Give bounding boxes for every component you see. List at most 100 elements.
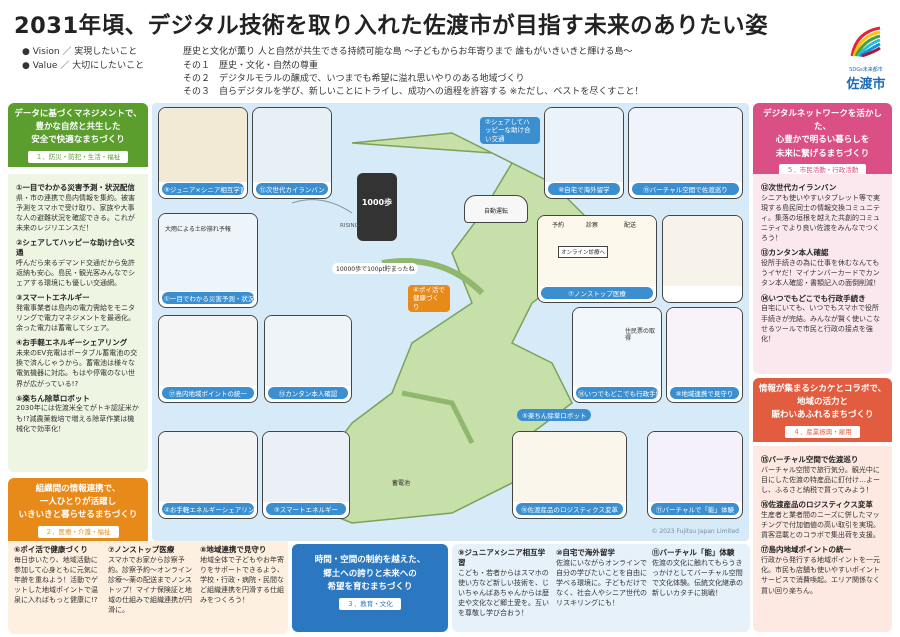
category-tag: ４．産業振興・雇用 (785, 425, 860, 438)
page-title: 2031年頃、デジタル技術を取り入れた佐渡市が目指す未来のありたい姿 (14, 13, 769, 39)
logo-city: 佐渡市 (846, 77, 886, 92)
label-clinic: 診察 (586, 222, 599, 229)
callout-poikatsu: ⑥ポイ活で健康づくり (408, 285, 450, 313)
item-title: ⑬カンタン本人確認 (761, 248, 829, 258)
label-disaster: 大雨による土砂崩れ予報 (165, 226, 231, 233)
heading-line: 未来に繋げるまちづくり (775, 148, 870, 159)
panel-blue-body: ⑨ジュニア×シニア相互学習こども・若者からはスマホの使い方など新しい技術を、じい… (452, 544, 750, 632)
map-tile: ⑧地域連携で見守り (666, 307, 743, 403)
auto-drive-car: 自動運転 (464, 195, 528, 223)
item-desc: 未来のEV充電はポータブル蓄電池の交換で済んじゃうから。蓄電池は様々な電気機器に… (16, 349, 138, 388)
heading-line: 情報が集まるシカケとコラボで、 (758, 384, 887, 394)
steps-value: 1000歩 (361, 198, 393, 207)
list-item: ⑮バーチャル空間で佐渡巡りバーチャル空間で旅行気分。観光中に目にした佐渡の特産品… (761, 455, 884, 495)
heading-line: 郷土への誇りと未来への (323, 568, 417, 579)
tile-caption: ⑩自宅で海外留学 (548, 183, 620, 195)
panel-red-body: ⑮バーチャル空間で佐渡巡りバーチャル空間で旅行気分。観光中に目にした佐渡の特産品… (753, 446, 892, 632)
list-item: ⑧地域連携で見守り地域全体で子どもやお年寄りをサポートできるよう、学校・行政・病… (200, 545, 284, 605)
item-desc: 県・市の連携で島内情報を集約。被害予測をスマホで受け取り、家族や大事な人の避難状… (16, 193, 135, 233)
map-tile: ⑨ジュニア×シニア相互学習 (158, 107, 248, 199)
list-item: ⑨ジュニア×シニア相互学習こども・若者からはスマホの使い方など新しい技術を、じい… (458, 548, 552, 618)
list-item: ②シェアしてハッピーな助け合い交通呼んだら来るデマンド交通だから免許返納も安心。… (16, 238, 140, 288)
heading-line: 豊かな自然と共生した (35, 122, 121, 133)
vision-text: 歴史と文化が薫り 人と自然が共生できる持続可能な島 ～子どもからお年寄りまで 誰… (183, 47, 633, 57)
item-title: ⑮バーチャル空間で佐渡巡り (761, 455, 859, 464)
item-desc: 佐渡にいながらオンラインで自分の学びたいことを自由に学べる環境に。子どもだけでな… (556, 558, 647, 608)
value-1: その１ 歴史・文化・自然の尊重 (183, 61, 319, 71)
tile-caption-empty (666, 297, 739, 299)
heading-line: 地域の活力と (796, 397, 848, 408)
list-item: ⑯佐渡産品のロジスティクス変革生産者と業者間のニーズに併したマッチングで付加価値… (761, 500, 884, 540)
tile-caption: ⑭いつでもどこでも行政手続き (576, 387, 658, 399)
item-title: ④お手軽エネルギーシェアリング (16, 338, 128, 348)
list-item: ⑩自宅で海外留学佐渡にいながらオンラインで自分の学びたいことを自由に学べる環境に… (556, 548, 648, 608)
tile-caption: ⑯佐渡産品のロジスティクス変革 (516, 503, 623, 515)
map-tile: ⑫次世代カイランバン (252, 107, 332, 199)
map-tile: ③スマートエネルギー (262, 431, 350, 519)
heading-line: 賑わいあふれるまちづくり (771, 410, 874, 421)
points-bubble: 10000歩で100pt貯まったね (332, 263, 419, 274)
label-residents: 住民票の取得 (625, 328, 656, 343)
item-title: ⑧地域連携で見守り (200, 545, 267, 554)
list-item: ①一目でわかる災害予測・状況配信県・市の連携で島内情報を集約。被害予測をスマホで… (16, 183, 140, 233)
panel-green-body: ①一目でわかる災害予測・状況配信県・市の連携で島内情報を集約。被害予測をスマホで… (8, 174, 148, 472)
tile-caption: ④お手軽エネルギーシェアリング (162, 503, 254, 515)
heading-line: 一人ひとりが活躍し (39, 497, 117, 508)
item-title: ⑩自宅で海外留学 (556, 548, 615, 557)
list-item: ⑦ノンストップ医療スマホでお家から診察予約。診察予約～オンライン診療～薬の配送ま… (108, 545, 196, 616)
item-desc: 佐渡の文化に触れてもらうきっかけとしてバーチャル空間で文化体験。伝統文化継承の新… (652, 558, 743, 598)
item-title: ⑭いつでもどこでも行政手続き (761, 293, 866, 303)
item-title: ⑨ジュニア×シニア相互学習 (458, 548, 546, 567)
heading-line: 組織間の情報連携で、 (35, 484, 121, 494)
list-item: ⑥ポイ活で健康づくり毎日歩いたり、地域活動に参加して心身ともに元気に年齢を重ねよ… (14, 545, 104, 605)
map-tile: 予約 診察 配送 オンライン診療へ ⑦ノンストップ医療 (537, 215, 657, 303)
map-tile: ⑩自宅で海外留学 (544, 107, 624, 199)
map-tile: ⑮バーチャル空間で佐渡巡り (628, 107, 743, 199)
item-title: ⑪バーチャル「能」体験 (652, 548, 735, 557)
item-title: ⑦ノンストップ医療 (108, 545, 175, 554)
tile-caption: ③スマートエネルギー (266, 503, 346, 515)
item-desc: 生産者と業者間のニーズに併したマッチングで付加価値の高い取引を実現。貨客混載との… (761, 510, 880, 540)
heading-line: 希望を育むまちづくり (327, 582, 413, 593)
label-storage: 蓄電池 (392, 480, 411, 487)
tile-caption: ⑦ノンストップ医療 (541, 287, 653, 299)
category-tag: ２．医療・介護・福祉 (37, 525, 119, 538)
label-online: オンライン診療へ (558, 246, 609, 258)
item-desc: 自宅にいても、いつでもスマホで役所手続きが完結。みんなが賢く使いこなせるツールで… (761, 304, 880, 343)
item-desc: 地域全体で子どもやお年寄りをサポートできるよう、学校・行政・病院・民間など組織連… (200, 555, 284, 605)
heading-line: データに基づくマネジメントで、 (14, 109, 142, 119)
category-tag: ５．市民活動・行政活動 (778, 163, 867, 176)
panel-pink-body: ⑫次世代カイランバンシニアも使いやすいタブレット等で実現する島民同士の情報交換コ… (753, 174, 892, 374)
item-desc: 毎日歩いたり、地域活動に参加して心身ともに元気に年齢を重ねよう！活動でゲットした… (14, 555, 98, 605)
legend-value: ● Value ／ 大切にしたいこと (22, 61, 145, 71)
item-desc: 呼んだら来るデマンド交通だから免許返納も安心。島民・観光客みんなでシェアする環境… (16, 258, 135, 288)
value-2: その２ デジタルモラルの醸成で、いつまでも希望に溢れ思いやりのある地域づくり (183, 74, 525, 84)
logo-sub: SDGs未来都市 (849, 67, 883, 73)
sdgs-fan-icon (850, 26, 881, 58)
list-item: ⑭いつでもどこでも行政手続き自宅にいても、いつでもスマホで役所手続きが完結。みん… (761, 294, 884, 344)
panel-orange-heading: 組織間の情報連携で、 一人ひとりが活躍し いきいきと暮らせるまちづくり ２．医療… (8, 478, 148, 542)
map-tile: ⑰島内地域ポイントの統一 (158, 315, 258, 403)
heading-line: 安全で快適なまちづくり (31, 135, 125, 146)
heading-line: いきいきと暮らせるまちづくり (18, 510, 138, 521)
map-tile: ⑯佐渡産品のロジスティクス変革 (512, 431, 627, 519)
item-title: ⑰島内地域ポイントの統一 (761, 545, 851, 555)
heading-line: 心豊かで明るい暮らしを (775, 135, 870, 146)
item-desc: こども・若者からはスマホの使い方など新しい技術を、じいちゃんばあちゃんからは歴史… (458, 568, 549, 618)
item-desc: 行政から発行する地域ポイントを一元化。市民も店舗も使いやすいポイントサービスで消… (761, 556, 880, 595)
tile-caption: ⑨ジュニア×シニア相互学習 (162, 183, 244, 195)
callout-share-transport: ②シェアしてハッピーな助け合い交通 (480, 117, 540, 145)
item-desc: 発電事業者は島内の電力需給をモニタリングで電力マネジメントを最適化。余った電力は… (16, 303, 135, 333)
legend-vision: ● Vision ／ 実現したいこと (22, 47, 138, 57)
list-item: ③スマートエネルギー発電事業者は島内の電力需給をモニタリングで電力マネジメントを… (16, 293, 140, 333)
category-tag: １．防災・防犯・生活・福祉 (27, 150, 129, 163)
label-rising: RISING (340, 223, 359, 229)
map-tile: ⑪バーチャルで「能」体験 (647, 431, 743, 519)
sado-logo: SDGs未来都市 佐渡市 (842, 22, 890, 92)
list-item: ⑰島内地域ポイントの統一行政から発行する地域ポイントを一元化。市民も店舗も使いや… (761, 545, 884, 595)
item-title: ⑥ポイ活で健康づくり (14, 545, 88, 554)
tile-caption: ⑮バーチャル空間で佐渡巡り (632, 183, 739, 195)
auto-drive-label: 自動運転 (483, 208, 508, 215)
